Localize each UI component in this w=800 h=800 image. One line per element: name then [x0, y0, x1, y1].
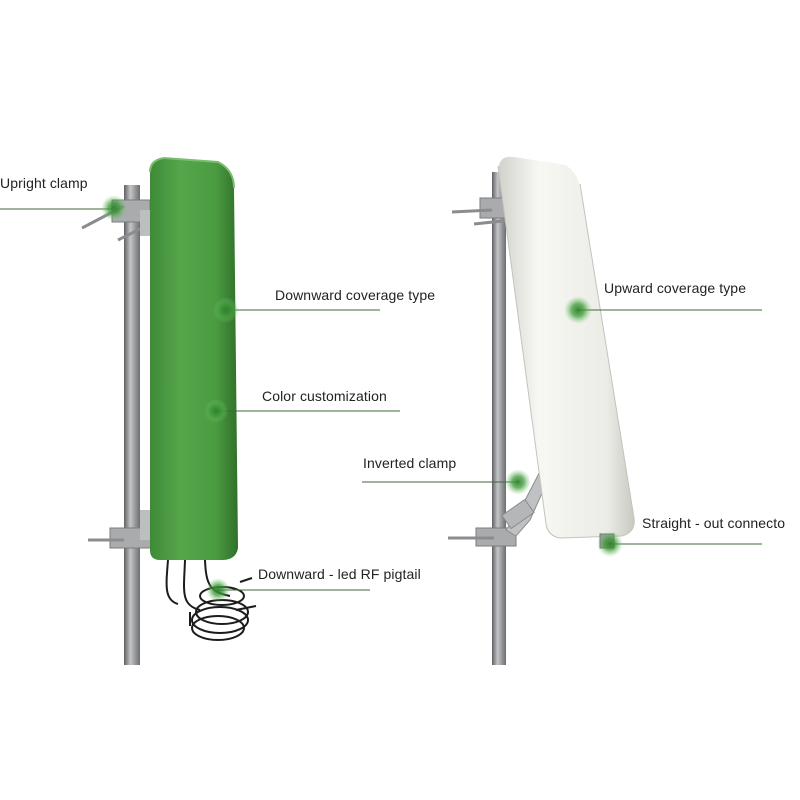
- left-antenna: [81, 156, 257, 665]
- green-antenna-housing: [150, 158, 238, 560]
- left-pole: [124, 185, 140, 665]
- left-bottom-clamp: [88, 510, 153, 549]
- rf-pigtail-cables: [165, 559, 257, 641]
- label-downward-coverage: Downward coverage type: [275, 287, 436, 303]
- leader-lines: [0, 208, 762, 591]
- marker-downward-coverage: [213, 297, 239, 323]
- marker-color-customization: [204, 399, 228, 423]
- label-rf-pigtail: Downward - led RF pigtail: [258, 566, 421, 582]
- label-color-customization: Color customization: [262, 388, 387, 404]
- right-antenna: [448, 154, 635, 665]
- right-pole: [492, 172, 506, 665]
- label-inverted-clamp: Inverted clamp: [363, 455, 457, 471]
- marker-rf-pigtail: [206, 578, 230, 602]
- marker-straight-connector: [597, 531, 623, 557]
- label-upward-coverage: Upward coverage type: [604, 280, 747, 296]
- hotspot-markers: [101, 195, 623, 602]
- marker-inverted-clamp: [505, 469, 531, 495]
- marker-upright-clamp: [101, 195, 127, 221]
- marker-upward-coverage: [564, 296, 592, 324]
- label-straight-connector: Straight - out connecto: [642, 515, 786, 531]
- label-upright-clamp: Upright clamp: [0, 175, 88, 191]
